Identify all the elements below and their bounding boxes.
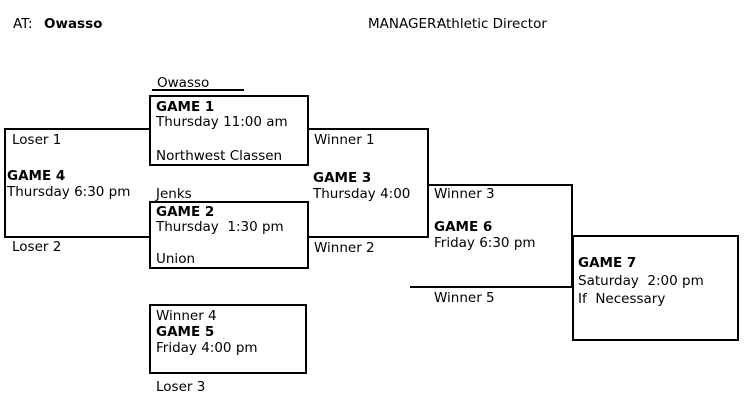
game7-title: GAME 7 bbox=[578, 255, 637, 271]
game3-time: Thursday 4:00 bbox=[313, 186, 411, 202]
game2-box bbox=[149, 201, 309, 269]
game2-bottom-team: Union bbox=[156, 251, 196, 267]
game3-vertical-line bbox=[427, 128, 429, 238]
game1-bottom-team: Northwest Classen bbox=[156, 148, 283, 164]
game4-title: GAME 4 bbox=[7, 168, 66, 184]
game6-top-line bbox=[427, 184, 573, 186]
game6-bottom-slot: Winner 5 bbox=[434, 290, 495, 306]
game4-bottom-slot: Loser 2 bbox=[12, 239, 62, 255]
game1-time: Thursday 11:00 am bbox=[156, 114, 288, 130]
game4-top-slot: Loser 1 bbox=[12, 132, 62, 148]
game1-top-team: Owasso bbox=[157, 75, 210, 91]
game5-time: Friday 4:00 pm bbox=[156, 340, 258, 356]
game3-top-line bbox=[309, 128, 429, 130]
manager-label: MANAGER: bbox=[368, 16, 441, 32]
game7-box bbox=[572, 235, 739, 341]
game2-title: GAME 2 bbox=[156, 204, 215, 220]
game1-box bbox=[149, 95, 309, 166]
game1-title: GAME 1 bbox=[156, 99, 215, 115]
game1-top-team-underline bbox=[152, 89, 244, 91]
game3-title: GAME 3 bbox=[313, 170, 372, 186]
game5-bottom-slot: Loser 3 bbox=[156, 379, 206, 395]
game6-bottom-line bbox=[410, 286, 573, 288]
at-value: Owasso bbox=[44, 16, 103, 32]
at-label: AT: bbox=[13, 16, 33, 32]
game3-bottom-slot: Winner 2 bbox=[314, 240, 375, 256]
game2-top-team: Jenks bbox=[156, 186, 192, 202]
game3-bottom-line bbox=[309, 236, 429, 238]
game4-bottom-line bbox=[4, 236, 149, 238]
game4-top-line bbox=[4, 128, 149, 130]
game3-top-slot: Winner 1 bbox=[314, 132, 375, 148]
game5-top-slot: Winner 4 bbox=[156, 308, 217, 324]
game2-time: Thursday 1:30 pm bbox=[156, 219, 284, 235]
game6-top-slot: Winner 3 bbox=[434, 186, 495, 202]
game6-title: GAME 6 bbox=[434, 219, 493, 235]
game6-time: Friday 6:30 pm bbox=[434, 235, 536, 251]
game7-time: Saturday 2:00 pm bbox=[578, 273, 704, 289]
game5-title: GAME 5 bbox=[156, 324, 215, 340]
game5-box bbox=[149, 304, 307, 374]
game7-note: If Necessary bbox=[578, 291, 666, 307]
game4-vertical-line bbox=[4, 128, 6, 238]
game4-time: Thursday 6:30 pm bbox=[7, 184, 131, 200]
manager-value: Athletic Director bbox=[437, 16, 547, 32]
